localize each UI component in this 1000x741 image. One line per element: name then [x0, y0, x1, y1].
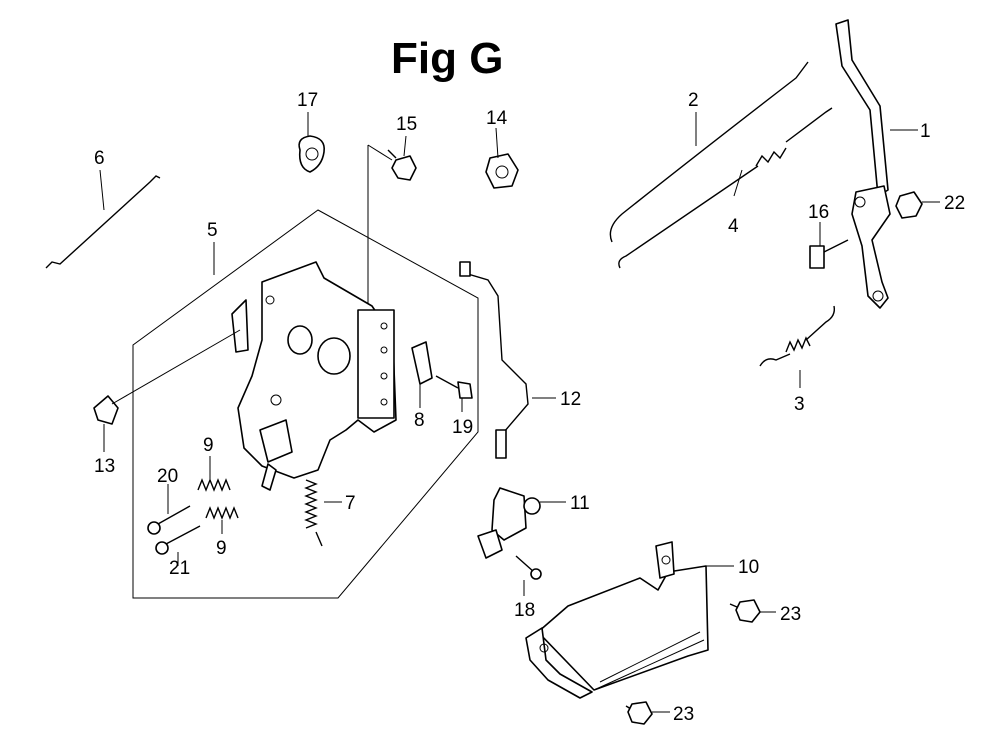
assembly-outline — [132, 209, 479, 599]
callout-2: 2 — [688, 90, 699, 111]
part-7-spring — [304, 479, 323, 547]
callout-22: 22 — [944, 193, 965, 214]
callout-23-lower: 23 — [673, 704, 694, 725]
callout-9-lower: 9 — [216, 538, 227, 559]
callout-14: 14 — [486, 108, 508, 129]
part-18-screw — [515, 555, 542, 580]
callout-8: 8 — [414, 410, 425, 431]
callout-13: 13 — [94, 456, 115, 477]
callout-21: 21 — [169, 558, 190, 579]
part-15-bolt — [387, 149, 417, 181]
part-11-switch — [477, 487, 541, 559]
callout-12: 12 — [560, 389, 581, 410]
callout-16: 16 — [808, 202, 829, 223]
callout-6: 6 — [94, 148, 105, 169]
callout-19: 19 — [452, 417, 473, 438]
figure-title: Fig G — [391, 34, 503, 83]
part-23-nut-upper — [729, 599, 761, 623]
part-13-clip — [93, 329, 241, 425]
part-3-spring — [759, 305, 836, 367]
callout-10: 10 — [738, 557, 759, 578]
part-2-cable — [609, 61, 809, 243]
bracket-leader-top — [367, 144, 393, 161]
part-5-control-plate — [231, 261, 397, 491]
part-20-bolt — [147, 505, 191, 535]
part-12-wire — [459, 261, 529, 459]
leader-lines — [99, 112, 940, 713]
callout-18: 18 — [514, 600, 535, 621]
callout-20: 20 — [157, 466, 178, 487]
part-14-nut — [485, 153, 519, 189]
part-9-spring-lower — [205, 506, 239, 520]
part-4-spring-rod — [618, 107, 833, 269]
callout-4: 4 — [728, 216, 739, 237]
callout-7: 7 — [345, 493, 356, 514]
callout-1: 1 — [920, 121, 931, 142]
part-21-bolt — [155, 525, 201, 555]
callout-15: 15 — [396, 114, 417, 135]
part-16-bolt — [809, 239, 849, 269]
part-22-nut — [895, 191, 923, 219]
part-6-rod — [45, 175, 161, 269]
callout-17: 17 — [297, 90, 318, 111]
callout-3: 3 — [794, 394, 805, 415]
part-1-lever — [835, 19, 891, 309]
part-8-clamp — [411, 341, 433, 385]
part-17-clip — [298, 135, 326, 173]
part-19-bolt — [435, 375, 473, 399]
callout-5: 5 — [207, 220, 218, 241]
part-23-nut-lower — [625, 701, 653, 725]
callout-23-upper: 23 — [780, 604, 801, 625]
part-9-spring-upper — [197, 478, 231, 492]
callout-11: 11 — [570, 493, 590, 514]
callout-9-upper: 9 — [203, 435, 214, 456]
part-10-cover — [525, 541, 709, 699]
